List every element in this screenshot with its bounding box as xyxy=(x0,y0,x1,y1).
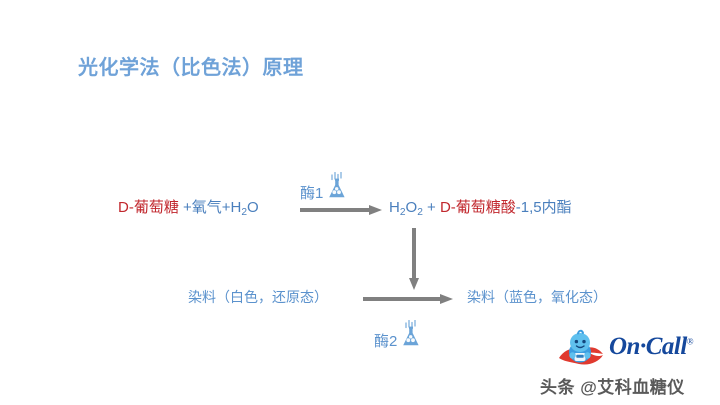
flask-icon xyxy=(326,171,348,203)
peroxide-h: H xyxy=(389,199,400,216)
product-lactone-tail: -1,5内酯 xyxy=(515,199,572,216)
arrow-shaft xyxy=(363,297,440,301)
reaction-row1-right: H2O2 + D-葡萄糖酸-1,5内酯 xyxy=(389,200,572,218)
page-title: 光化学法（比色法）原理 xyxy=(78,57,304,79)
watermark-text: 头条 @艾科血糖仪 xyxy=(540,378,685,397)
dye-oxidized-label: 染料（蓝色，氧化态） xyxy=(467,289,607,305)
enzyme-2-label: 酶2 xyxy=(374,333,398,350)
arrow-head xyxy=(440,294,453,304)
arrow-head xyxy=(369,205,382,215)
peroxide-o: O xyxy=(405,199,418,216)
enzyme-1-label-group: 酶1 xyxy=(300,171,348,203)
peroxide-sub-1: 2 xyxy=(399,206,406,218)
product-gluconic-acid: D-葡萄糖酸 xyxy=(439,199,516,216)
flask-icon xyxy=(400,319,422,351)
registered-trademark-symbol: ® xyxy=(686,336,694,347)
water-tail: O xyxy=(247,199,259,216)
enzyme-1-label: 酶1 xyxy=(300,185,324,202)
reaction-row1-left: D-葡萄糖 +氧气+H2O xyxy=(118,200,259,218)
arrow-down-coupling xyxy=(409,228,419,290)
enzyme-2-label-group: 酶2 xyxy=(374,319,422,351)
oncall-mascot-icon xyxy=(557,328,607,373)
oncall-logo: On·Call® xyxy=(557,328,697,370)
arrow-shaft xyxy=(300,208,369,212)
arrow-shaft xyxy=(412,228,416,278)
arrow-right-reaction-1 xyxy=(300,205,382,215)
substrate-oxygen: +氧气+H xyxy=(178,199,242,216)
oncall-wordmark-text: On·Call xyxy=(609,333,687,360)
dye-reduced-label: 染料（白色，还原态） xyxy=(188,289,328,305)
arrow-head xyxy=(409,278,419,290)
arrow-right-reaction-2 xyxy=(363,294,453,304)
plus-sign: + xyxy=(422,199,440,216)
oncall-wordmark: On·Call® xyxy=(609,333,694,361)
substrate-glucose: D-葡萄糖 xyxy=(118,199,179,216)
peroxide-sub-2: 2 xyxy=(417,206,423,218)
water-subscript: 2 xyxy=(241,206,248,218)
